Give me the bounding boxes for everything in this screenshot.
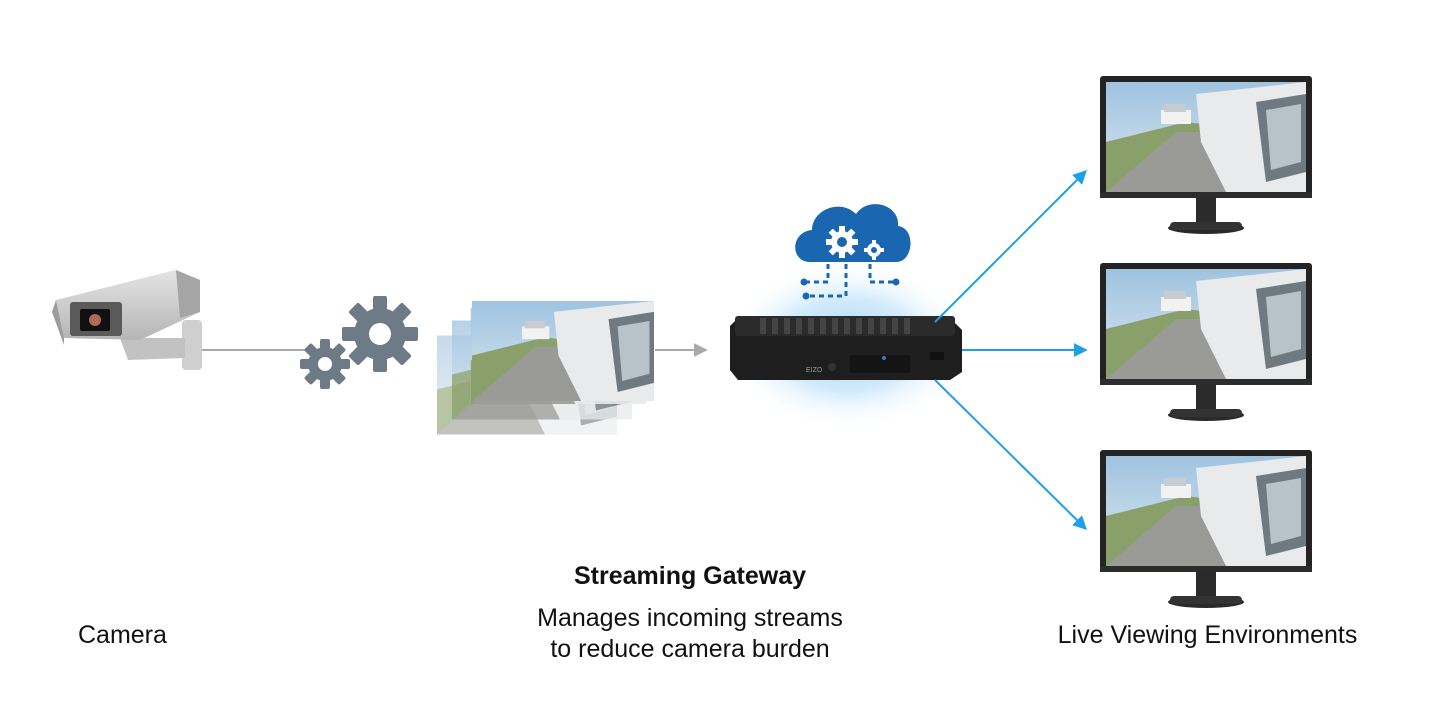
monitor-icon — [1100, 76, 1312, 234]
live-viewing-label: Live Viewing Environments — [1057, 621, 1358, 649]
gateway-desc-line-1: Manages incoming streams — [537, 604, 843, 632]
arrow-to-monitor-top — [934, 170, 1087, 323]
gateway-description: Manages incoming streams to reduce camer… — [490, 603, 890, 665]
video-frames-stack — [437, 300, 654, 435]
gateway-device-icon: EIZO — [730, 316, 962, 380]
arrow-to-monitor-bottom — [934, 379, 1087, 530]
cloud-settings-icon — [795, 204, 911, 300]
monitor-icon — [1100, 450, 1312, 608]
gateway-title: Streaming Gateway — [573, 562, 807, 590]
gateway-desc-line-2: to reduce camera burden — [550, 635, 830, 663]
security-camera-icon — [52, 270, 202, 370]
monitor-icon — [1100, 263, 1312, 421]
gears-icon — [300, 296, 418, 389]
device-brand-text: EIZO — [806, 367, 823, 374]
camera-label: Camera — [78, 621, 167, 649]
